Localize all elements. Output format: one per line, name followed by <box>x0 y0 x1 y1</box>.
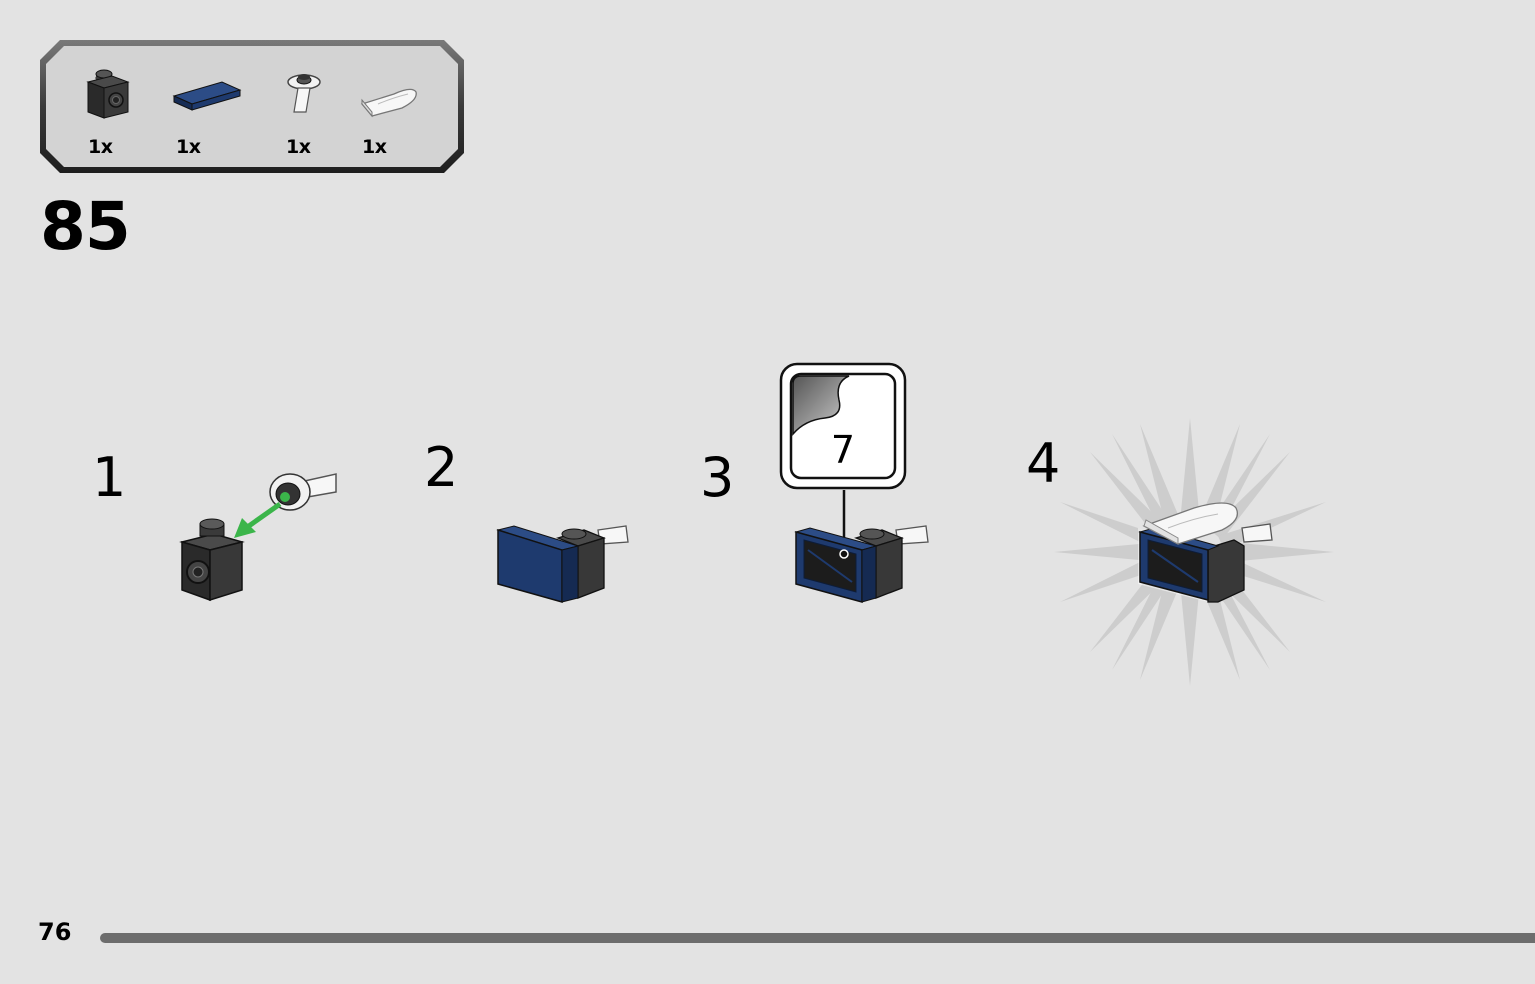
parts-panel-frame <box>40 40 464 173</box>
substep-2-illustration <box>496 525 629 603</box>
sticker-callout: 7 <box>779 362 907 490</box>
part-qty: 1x <box>286 136 311 158</box>
substep-4-illustration <box>1054 418 1334 686</box>
page-number: 76 <box>38 918 72 946</box>
part-curved-slope: 1x <box>358 68 438 158</box>
step-number: 85 <box>40 188 131 265</box>
part-qty: 1x <box>88 136 113 158</box>
transparent-curved-slope-icon <box>360 88 417 118</box>
sticker-id: 7 <box>830 428 856 472</box>
parts-list-panel: 1x 1x 1x 1x <box>38 38 466 175</box>
substep-number: 2 <box>424 436 459 499</box>
assembled-headlight-icon <box>1138 502 1273 603</box>
black-headlight-brick-icon <box>854 525 929 599</box>
page-progress-bar <box>100 933 1535 943</box>
part-blue-tile: 1x <box>172 68 252 158</box>
substep-number: 3 <box>700 446 735 509</box>
green-arrow-icon <box>234 501 282 538</box>
callout-leader-dot <box>839 549 849 559</box>
part-light-bulb: 1x <box>282 68 362 158</box>
substep-number: 4 <box>1026 432 1061 495</box>
substep-number: 1 <box>92 446 127 509</box>
dark-blue-tile-icon <box>496 525 580 603</box>
dark-blue-tile-icon <box>172 81 242 111</box>
dark-blue-tile-icon <box>794 527 878 603</box>
black-headlight-brick-icon <box>86 69 130 119</box>
black-headlight-brick-icon <box>179 518 245 602</box>
substep-1-illustration <box>179 473 337 602</box>
substep-3-illustration <box>794 490 929 603</box>
part-headlight-brick: 1x <box>82 68 162 158</box>
light-bulb-piece-icon <box>269 473 337 511</box>
light-bulb-piece-icon <box>287 74 321 113</box>
sticker-sheet-icon <box>779 362 907 490</box>
black-headlight-brick-icon <box>556 525 629 599</box>
part-qty: 1x <box>176 136 201 158</box>
part-qty: 1x <box>362 136 387 158</box>
